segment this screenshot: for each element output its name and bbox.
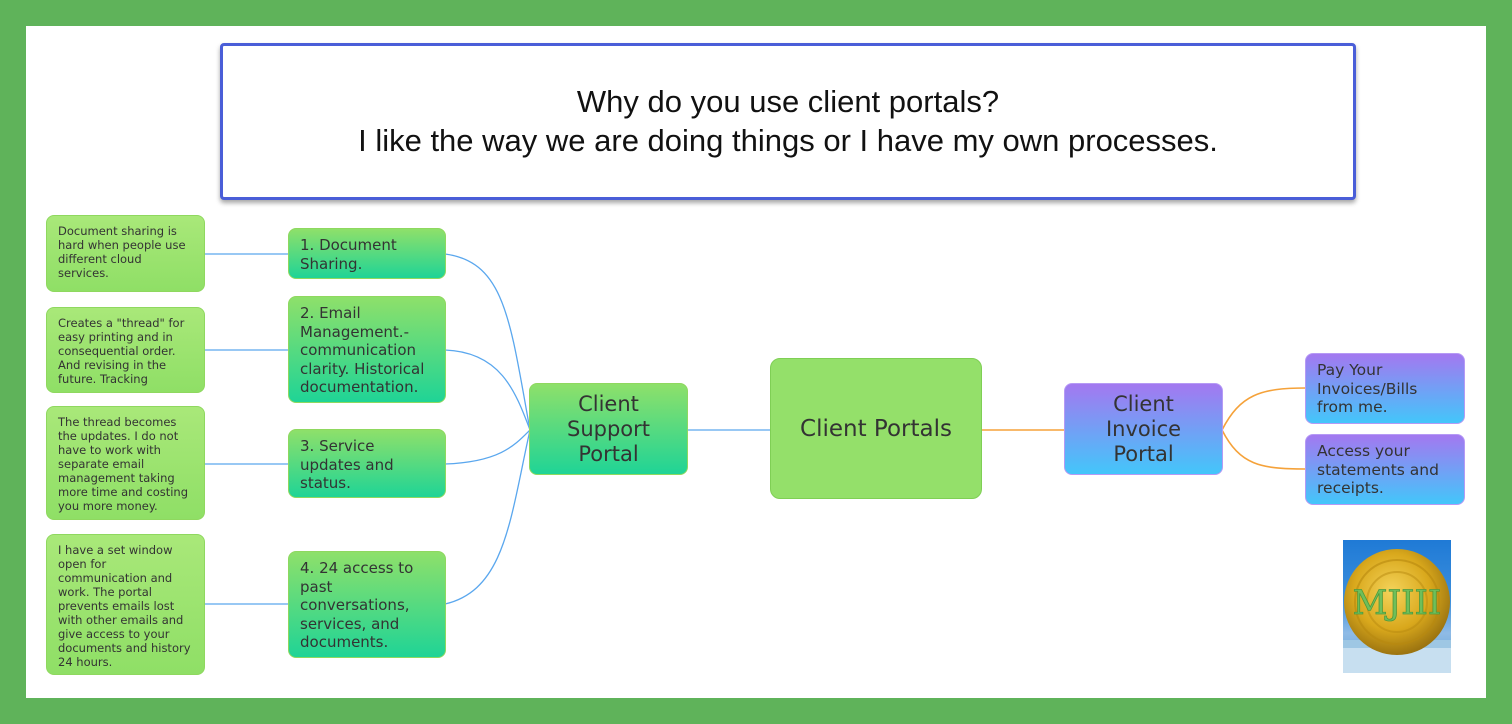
central-client-portals-node[interactable]: Client Portals <box>770 358 982 499</box>
topic-email-management[interactable]: 2. Email Management.- communication clar… <box>288 296 446 403</box>
topic-24-access[interactable]: 4. 24 access to past conversations, serv… <box>288 551 446 658</box>
topic-link-4 <box>444 429 531 605</box>
mjiii-coin-logo: MJIII <box>1343 540 1451 673</box>
note-document-sharing: Document sharing is hard when people use… <box>46 215 205 292</box>
note-email-management: Creates a "thread" for easy printing and… <box>46 307 205 393</box>
logo-text: MJIII <box>1353 583 1442 623</box>
topic-link-2 <box>444 349 531 431</box>
question-title-box: Why do you use client portals? I like th… <box>220 43 1356 200</box>
topic-link-1 <box>444 253 531 431</box>
note-service-updates: The thread becomes the updates. I do not… <box>46 406 205 520</box>
topic-service-updates[interactable]: 3. Service updates and status. <box>288 429 446 498</box>
topic-pay-invoices[interactable]: Pay Your Invoices/Bills from me. <box>1305 353 1465 424</box>
note-24-access: I have a set window open for communicati… <box>46 534 205 675</box>
client-invoice-portal-node[interactable]: Client Invoice Portal <box>1064 383 1223 475</box>
topic-access-statements[interactable]: Access your statements and receipts. <box>1305 434 1465 505</box>
client-support-portal-node[interactable]: Client Support Portal <box>529 383 688 475</box>
invoice-link-2 <box>1221 429 1307 470</box>
invoice-link-1 <box>1221 387 1307 431</box>
topic-document-sharing[interactable]: 1. Document Sharing. <box>288 228 446 279</box>
topic-link-3 <box>444 429 531 465</box>
question-line-1: Why do you use client portals? <box>576 83 1000 119</box>
question-line-2: I like the way we are doing things or I … <box>358 122 1218 158</box>
